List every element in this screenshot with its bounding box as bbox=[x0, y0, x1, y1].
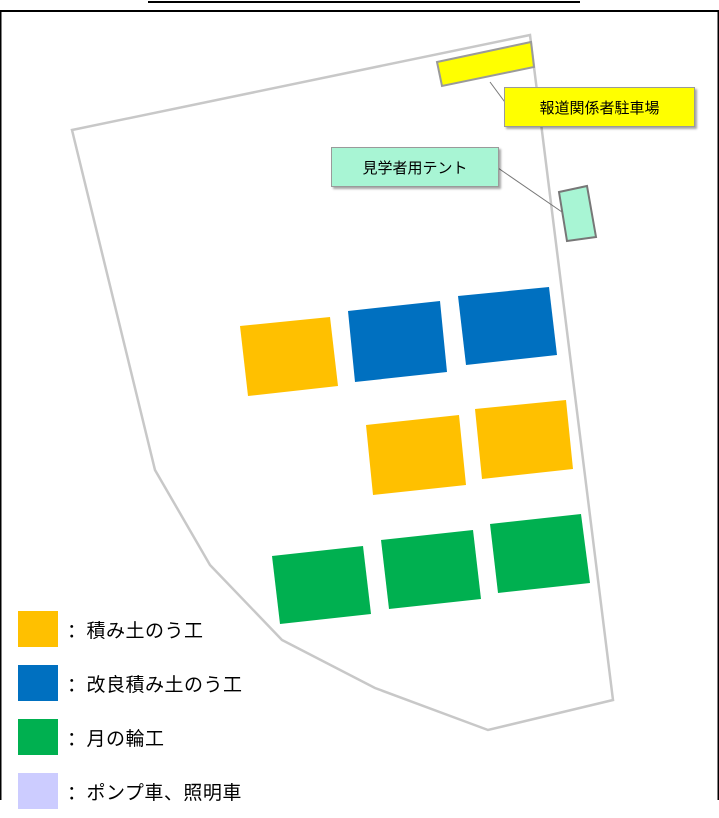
tsukinowa-block bbox=[490, 514, 590, 593]
kairyo-tsumi-tsuchinou-block bbox=[348, 301, 447, 382]
legend-label: ：改良積み土のう工 bbox=[67, 673, 243, 696]
legend: ：積み土のう工 ：改良積み土のう工 ：月の輪工 ：ポンプ車、照明車 bbox=[18, 602, 243, 818]
legend-swatch-blue bbox=[18, 665, 58, 701]
tsumi-tsuchinou-block bbox=[240, 317, 338, 396]
kairyo-tsumi-tsuchinou-block bbox=[458, 287, 557, 365]
site-boundary bbox=[70, 33, 615, 732]
legend-label: ：積み土のう工 bbox=[67, 619, 204, 642]
visitor-tent-area bbox=[557, 184, 598, 243]
tsukinowa-block bbox=[272, 546, 371, 624]
tsumi-tsuchinou-block bbox=[475, 400, 573, 479]
tsukinowa-block bbox=[381, 530, 481, 609]
legend-label: ：ポンプ車、照明車 bbox=[67, 781, 242, 804]
legend-label: ：月の輪工 bbox=[67, 727, 165, 750]
legend-item-kairyo-tsumi-tsuchinou: ：改良積み土のう工 bbox=[18, 656, 243, 710]
visitor-tent-leader bbox=[497, 167, 563, 213]
legend-item-tsukinowa: ：月の輪工 bbox=[18, 710, 243, 764]
legend-swatch-lavender bbox=[18, 773, 58, 809]
legend-swatch-green bbox=[18, 719, 58, 755]
press-parking-area bbox=[435, 40, 536, 88]
site-map bbox=[0, 1, 719, 800]
visitor-tent-label: 見学者用テント bbox=[331, 147, 499, 187]
legend-item-tsumi-tsuchinou: ：積み土のう工 bbox=[18, 602, 243, 656]
legend-item-pump-light: ：ポンプ車、照明車 bbox=[18, 764, 243, 818]
legend-swatch-orange bbox=[18, 611, 58, 647]
press-parking-label: 報道関係者駐車場 bbox=[504, 87, 695, 127]
tsumi-tsuchinou-block bbox=[366, 415, 466, 495]
